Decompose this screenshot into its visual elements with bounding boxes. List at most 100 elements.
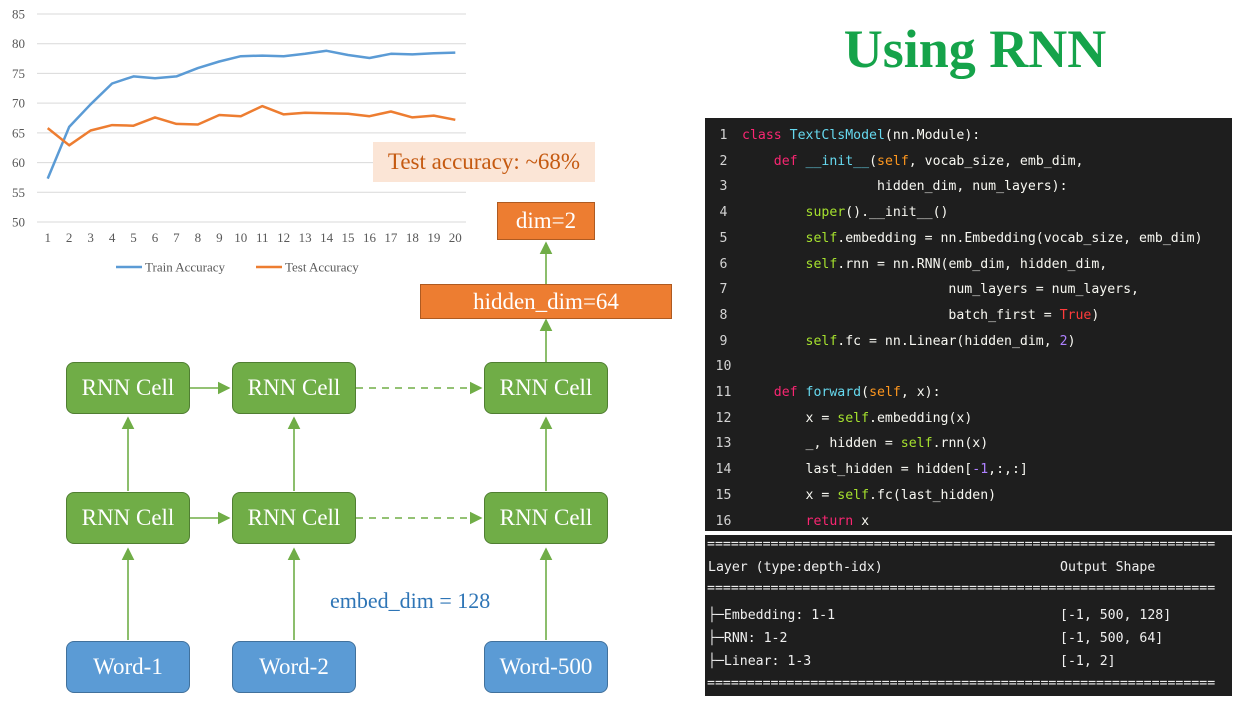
- line-number: 9: [719, 333, 728, 349]
- rnn-cell-layer2-2: RNN Cell: [232, 362, 356, 414]
- y-tick-label: 55: [12, 185, 25, 200]
- code-token: .fc = nn.Linear(hidden_dim,: [837, 333, 1060, 349]
- x-tick-label: 19: [427, 230, 440, 245]
- test-accuracy-callout: Test accuracy: ~68%: [373, 142, 595, 182]
- line-number: 15: [715, 487, 732, 503]
- code-line: 7 num_layers = num_layers,: [705, 277, 1232, 303]
- line-number: 3: [719, 179, 728, 195]
- x-tick-label: 5: [130, 230, 137, 245]
- summary-separator: ========================================…: [707, 538, 1216, 552]
- code-line: 11 def forward(self, x):: [705, 380, 1232, 406]
- output-dim-box: dim=2: [497, 202, 595, 240]
- x-tick-label: 4: [109, 230, 116, 245]
- y-tick-label: 65: [12, 125, 25, 140]
- code-token: last_hidden = hidden[: [742, 462, 973, 478]
- x-tick-label: 11: [256, 230, 269, 245]
- code-token: , vocab_size, emb_dim,: [908, 153, 1084, 169]
- word-2-box: Word-2: [232, 641, 356, 693]
- code-token: self: [805, 230, 838, 246]
- summary-separator: ========================================…: [707, 582, 1216, 596]
- line-number: 10: [715, 359, 732, 375]
- code-token: -1: [972, 462, 989, 478]
- code-token: class: [742, 128, 790, 143]
- summary-header-layer: Layer (type:depth-idx): [708, 560, 883, 575]
- line-number: 8: [719, 307, 728, 323]
- code-token: x: [861, 513, 870, 529]
- line-number: 14: [715, 462, 732, 478]
- code-token: True: [1059, 307, 1092, 323]
- legend-label: Train Accuracy: [145, 260, 226, 275]
- panel-divider: [705, 532, 1232, 535]
- code-token: __init__: [805, 153, 870, 169]
- line-number: 7: [719, 282, 728, 298]
- word-1-box: Word-1: [66, 641, 190, 693]
- rnn-cell-layer1-500: RNN Cell: [484, 492, 608, 544]
- y-tick-label: 70: [12, 96, 25, 111]
- rnn-cell-layer2-500: RNN Cell: [484, 362, 608, 414]
- code-token: .rnn(x): [932, 436, 989, 452]
- code-token: TextClsModel: [789, 128, 885, 143]
- x-tick-label: 9: [216, 230, 223, 245]
- summary-row-shape: [-1, 500, 64]: [1060, 631, 1164, 646]
- code-line: 15 x = self.fc(last_hidden): [705, 483, 1232, 509]
- rnn-cell-layer1-1: RNN Cell: [66, 492, 190, 544]
- x-tick-label: 3: [87, 230, 94, 245]
- code-token: [742, 334, 806, 349]
- summary-row-layer: ├─Embedding: 1-1: [708, 608, 836, 623]
- line-number: 2: [719, 153, 728, 169]
- x-tick-label: 20: [449, 230, 462, 245]
- word-500-box: Word-500: [484, 641, 608, 693]
- x-tick-label: 14: [320, 230, 334, 245]
- line-number: 4: [719, 205, 728, 221]
- code-token: def: [773, 153, 806, 169]
- y-tick-label: 60: [12, 155, 25, 170]
- summary-separator: ========================================…: [707, 677, 1216, 691]
- series-line: [46, 49, 456, 180]
- code-line: 2 def __init__(self, vocab_size, emb_dim…: [705, 149, 1232, 175]
- model-summary-panel: ========================================…: [705, 535, 1232, 696]
- y-tick-label: 85: [12, 7, 25, 22]
- code-line: 10: [705, 354, 1232, 380]
- code-token: (: [861, 385, 870, 400]
- rnn-cell-layer1-2: RNN Cell: [232, 492, 356, 544]
- y-tick-label: 50: [12, 215, 25, 230]
- code-line: 16 return x: [705, 509, 1232, 532]
- code-token: .fc(last_hidden): [869, 487, 997, 503]
- code-token: self: [877, 153, 909, 169]
- y-tick-label: 75: [12, 66, 25, 81]
- x-tick-label: 17: [384, 230, 398, 245]
- code-token: x =: [742, 487, 838, 503]
- embed-dim-label: embed_dim = 128: [330, 588, 491, 613]
- x-tick-label: 13: [299, 230, 312, 245]
- code-token: batch_first =: [742, 307, 1060, 323]
- rnn-cell-layer2-1: RNN Cell: [66, 362, 190, 414]
- code-token: (nn.Module):: [884, 128, 981, 143]
- code-token: self: [869, 385, 901, 400]
- x-tick-label: 8: [195, 230, 202, 245]
- code-line: 12 x = self.embedding(x): [705, 406, 1232, 432]
- code-line: 6 self.rnn = nn.RNN(emb_dim, hidden_dim,: [705, 252, 1232, 278]
- code-token: return: [805, 513, 862, 529]
- code-token: (: [869, 153, 878, 169]
- line-number: 16: [715, 513, 732, 529]
- code-line: 4 super().__init__(): [705, 200, 1232, 226]
- code-token: [742, 231, 806, 246]
- code-line: 9 self.fc = nn.Linear(hidden_dim, 2): [705, 329, 1232, 355]
- y-tick-label: 80: [12, 36, 25, 51]
- x-tick-label: 10: [234, 230, 247, 245]
- code-token: num_layers = num_layers,: [742, 282, 1139, 298]
- code-token: [742, 205, 806, 220]
- x-tick-label: 7: [173, 230, 180, 245]
- code-line: 5 self.embedding = nn.Embedding(vocab_si…: [705, 226, 1232, 252]
- x-tick-label: 2: [66, 230, 73, 245]
- code-line: 14 last_hidden = hidden[-1,:,:]: [705, 457, 1232, 483]
- code-line: 8 batch_first = True): [705, 303, 1232, 329]
- code-token: self: [837, 410, 870, 426]
- code-token: ): [1091, 307, 1100, 323]
- summary-row-shape: [-1, 500, 128]: [1060, 608, 1172, 623]
- code-line: 3 hidden_dim, num_layers):: [705, 174, 1232, 200]
- x-tick-label: 18: [406, 230, 419, 245]
